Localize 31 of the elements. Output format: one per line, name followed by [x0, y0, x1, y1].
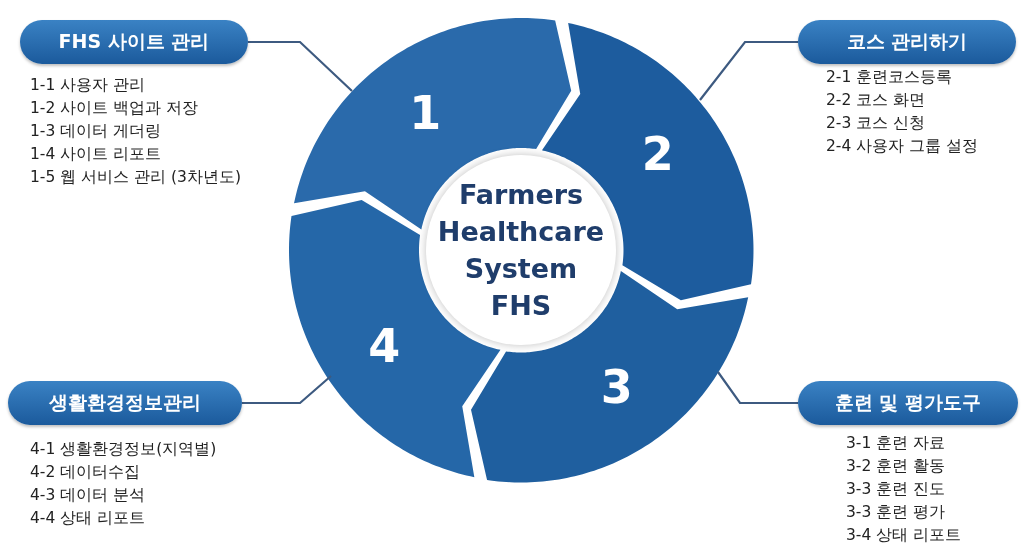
category-pill: FHS 사이트 관리	[20, 20, 248, 64]
feature-item: 4-2 데이터수집	[30, 462, 141, 483]
system-title: Farmers Healthcare System FHS	[436, 178, 606, 323]
leader-line	[699, 40, 798, 101]
leader-line	[242, 375, 332, 405]
feature-item: 3-4 상태 리포트	[846, 525, 962, 546]
feature-item: 3-3 훈련 진도	[846, 479, 946, 500]
leader-line	[717, 371, 798, 405]
segment-number: 4	[368, 322, 401, 369]
feature-item: 2-1 훈련코스등록	[826, 67, 953, 88]
feature-item: 2-2 코스 화면	[826, 90, 926, 111]
segment-number: 1	[409, 90, 442, 137]
category-pill: 코스 관리하기	[798, 20, 1016, 64]
leader-line	[248, 40, 353, 92]
feature-item: 1-3 데이터 게더링	[30, 121, 162, 142]
feature-item: 4-3 데이터 분석	[30, 485, 146, 506]
feature-item: 3-3 훈련 평가	[846, 502, 946, 523]
feature-item: 2-4 사용자 그룹 설정	[826, 136, 979, 157]
feature-item: 3-1 훈련 자료	[846, 433, 946, 454]
feature-item: 1-4 사이트 리포트	[30, 144, 162, 165]
segment-number: 3	[600, 363, 633, 410]
segment-number: 2	[641, 131, 674, 178]
category-pill: 훈련 및 평가도구	[798, 381, 1018, 425]
feature-item: 4-1 생활환경정보(지역별)	[30, 439, 217, 460]
category-pill: 생활환경정보관리	[8, 381, 242, 425]
feature-item: 1-5 웹 서비스 관리 (3차년도)	[30, 167, 241, 188]
feature-item: 4-4 상태 리포트	[30, 508, 146, 529]
feature-item: 2-3 코스 신청	[826, 113, 926, 134]
feature-item: 1-1 사용자 관리	[30, 75, 146, 96]
feature-item: 3-2 훈련 활동	[846, 456, 946, 477]
feature-item: 1-2 사이트 백업과 저장	[30, 98, 199, 119]
